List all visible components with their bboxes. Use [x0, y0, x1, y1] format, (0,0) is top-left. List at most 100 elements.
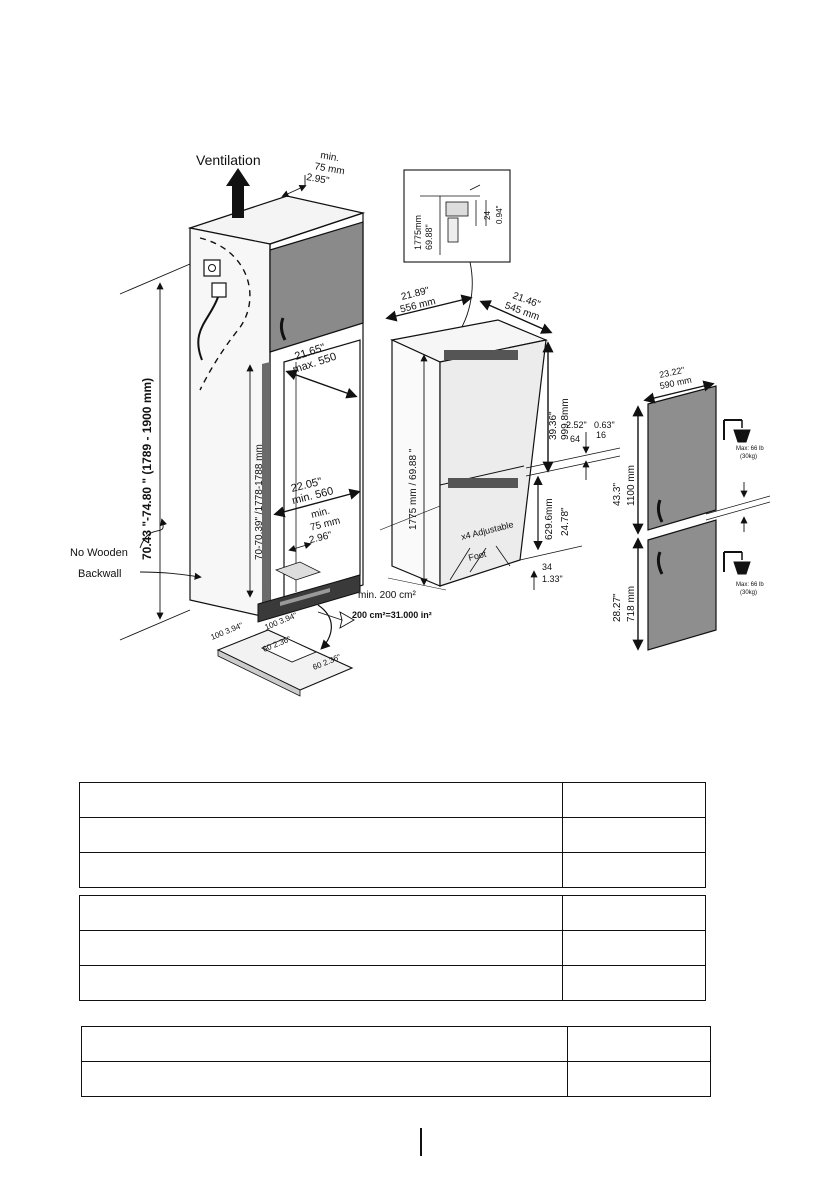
base-plate-cutout	[260, 637, 318, 663]
svg-text:min. 75 mm 2.95": min. 75 mm 2.95"	[305, 148, 350, 189]
gap-line	[525, 455, 621, 477]
bottom-gap-arrow	[288, 542, 312, 552]
niche-side-frame	[262, 362, 270, 612]
spec-table-1	[79, 782, 706, 888]
svg-text:Max: 66 lb (30kg): Max: 66 lb (30kg)	[736, 446, 765, 460]
ventilation-arrow-icon	[226, 168, 250, 218]
fridge-hinges	[444, 350, 518, 488]
airflow-arrow-icon	[317, 611, 355, 629]
backwall-label: Backwall	[78, 568, 121, 580]
svg-text:28.27" 718 mm: 28.27" 718 mm	[612, 586, 637, 622]
gap-line	[525, 447, 621, 469]
fridge-depth-arrow	[479, 300, 553, 334]
table-cell	[81, 1026, 568, 1062]
foot-line	[519, 545, 583, 561]
table-cell	[79, 817, 563, 853]
table-cell	[79, 930, 563, 966]
spec-table-2	[79, 895, 706, 1001]
weight-1-kg: (30kg)	[740, 454, 757, 460]
detail-height-mm: 1775mm	[413, 215, 423, 250]
weight-2-max: Max: 66 lb	[736, 582, 764, 588]
table-cell	[562, 782, 706, 818]
door-gap-line	[705, 495, 771, 515]
upper-door-mm: 999.8mm	[560, 398, 571, 440]
lower-depth-arrow	[273, 488, 361, 518]
top-gap-min: min.	[319, 150, 340, 164]
table-cell	[562, 817, 706, 853]
table-row	[79, 895, 706, 931]
feet-pointer	[449, 545, 511, 581]
door1-mm: 1100 mm	[626, 465, 637, 506]
backwall-pointer-2	[139, 571, 202, 580]
cable-zone-outline	[199, 237, 251, 391]
door2-in: 28.27"	[612, 593, 623, 622]
table-cell	[79, 965, 563, 1001]
table-cell	[562, 930, 706, 966]
gap-in-2: 0.63"	[594, 420, 615, 430]
top-gap-in: 2.95"	[305, 172, 330, 187]
door-handle	[279, 317, 287, 341]
lower-door-mm: 629.6mm	[544, 498, 555, 540]
upper-depth-arrow	[285, 369, 358, 399]
ventilation-label: Ventilation	[196, 152, 261, 168]
svg-text:Max: 66 lb (30kg): Max: 66 lb (30kg)	[736, 582, 765, 596]
cabinet-upper-door	[269, 221, 364, 353]
door-gap-line	[705, 501, 771, 521]
fridge-width-arrow	[385, 294, 473, 322]
table-row	[79, 930, 706, 966]
weight-icon	[723, 419, 751, 443]
niche-height-label: 70-70.39" /1778-1788 mm	[254, 444, 265, 560]
foot-in: 1.33"	[542, 574, 563, 584]
gap-mm-2: 16	[596, 430, 606, 440]
svg-text:min. 75 mm 2.96": min. 75 mm 2.96"	[302, 503, 347, 546]
cabinet-plinth	[257, 574, 361, 623]
lower-door-in: 24.78"	[560, 507, 571, 536]
table-cell	[79, 782, 563, 818]
spec-table-3	[81, 1026, 711, 1097]
svg-text:43.3" 1100 mm: 43.3" 1100 mm	[612, 465, 637, 506]
no-wooden-label: No Wooden	[70, 547, 128, 559]
table-row	[79, 852, 706, 888]
total-height-label: 70.43 "-74.80 " (1789 - 1900 mm)	[140, 378, 154, 560]
door-width-arrow	[643, 380, 715, 404]
table-cell	[562, 852, 706, 888]
upper-panel-handle	[656, 499, 664, 523]
detail-height-in: 69.88"	[424, 224, 434, 250]
power-cable	[197, 296, 219, 361]
table-row	[81, 1026, 711, 1062]
backwall-pointer	[139, 518, 167, 549]
foot-mm: 34	[542, 562, 552, 572]
table-cell	[79, 895, 563, 931]
table-cell	[562, 895, 706, 931]
floor-opening	[274, 561, 322, 581]
gap-in-1: 2.52"	[566, 420, 587, 430]
gap-mm-1: 64	[570, 434, 580, 444]
top-gap-mm: 75 mm	[313, 161, 345, 177]
svg-text:23.22" 590 mm: 23.22" 590 mm	[656, 364, 692, 391]
table-row	[79, 782, 706, 818]
detail-gap-in: 0.94"	[495, 205, 504, 224]
svg-text:21.46" 545 mm: 21.46" 545 mm	[503, 289, 545, 323]
weight-icon	[723, 551, 751, 575]
vent-formula-label: 200 cm²=31.000 in²	[352, 610, 432, 620]
extension-line	[387, 577, 447, 591]
door2-mm: 718 mm	[626, 586, 637, 622]
socket-hole	[208, 264, 216, 272]
airflow-curve	[317, 604, 332, 650]
table-cell	[81, 1061, 568, 1097]
weight-2-kg: (30kg)	[740, 590, 757, 596]
installation-diagram: Ventilation min. 75 mm 2.95" 70.43 "-74.…	[70, 148, 771, 697]
power-socket	[203, 259, 221, 277]
detail-gap-mm: 24	[483, 211, 492, 220]
svg-text:69.88" 1775mm: 69.88" 1775mm	[413, 215, 434, 250]
svg-text:21.89" 556 mm: 21.89" 556 mm	[396, 284, 437, 315]
fridge-height-label: 1775 mm / 69.88 "	[408, 448, 419, 530]
svg-text:22.05" min. 560: 22.05" min. 560	[288, 474, 335, 507]
svg-text:39.36" 999.8mm: 39.36" 999.8mm	[548, 398, 571, 440]
door1-in: 43.3"	[612, 483, 623, 506]
table-cell	[567, 1061, 711, 1097]
base-dim-1: 100 3.94"	[209, 621, 244, 642]
detail-drawing	[420, 184, 487, 255]
vent-area-label: min. 200 cm²	[358, 590, 416, 601]
bottom-gap-min: min.	[310, 506, 331, 521]
